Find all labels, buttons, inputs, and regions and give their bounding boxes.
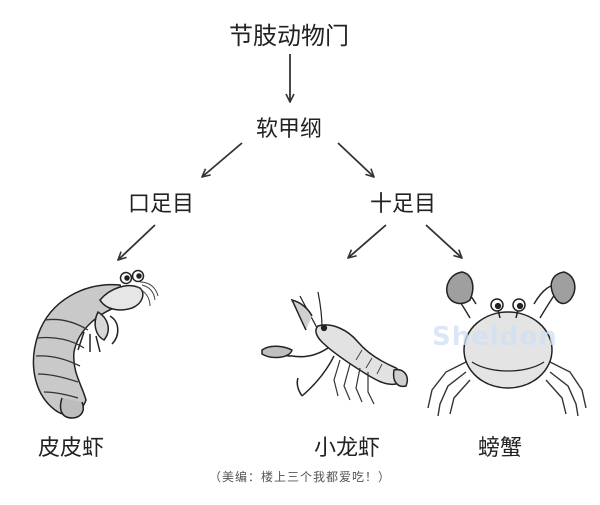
order-decapoda-label: 十足目 — [370, 192, 437, 217]
arrow-class-to-stomatopoda — [202, 142, 243, 177]
arrow-decapoda-to-crayfish — [348, 224, 387, 258]
order-stomatopoda-label: 口足目 — [128, 192, 195, 217]
editor-note: （美编：楼上三个我都爱吃！） — [208, 470, 391, 484]
class-node-label: 软甲纲 — [256, 117, 323, 142]
animal-crayfish-label: 小龙虾 — [314, 436, 381, 461]
arrow-stomatopoda-to-mantis-shrimp — [118, 224, 156, 260]
mantis-shrimp-illustration — [32, 269, 159, 419]
crayfish-illustration — [261, 291, 408, 405]
animal-mantis-shrimp-label: 皮皮虾 — [38, 436, 105, 461]
arrow-decapoda-to-crab — [425, 224, 462, 258]
crab-illustration — [427, 271, 587, 417]
arrow-class-to-decapoda — [337, 142, 374, 177]
animal-crab-label: 螃蟹 — [478, 436, 523, 461]
root-node-label: 节肢动物门 — [229, 22, 349, 50]
watermark: Sheldon — [432, 322, 558, 352]
